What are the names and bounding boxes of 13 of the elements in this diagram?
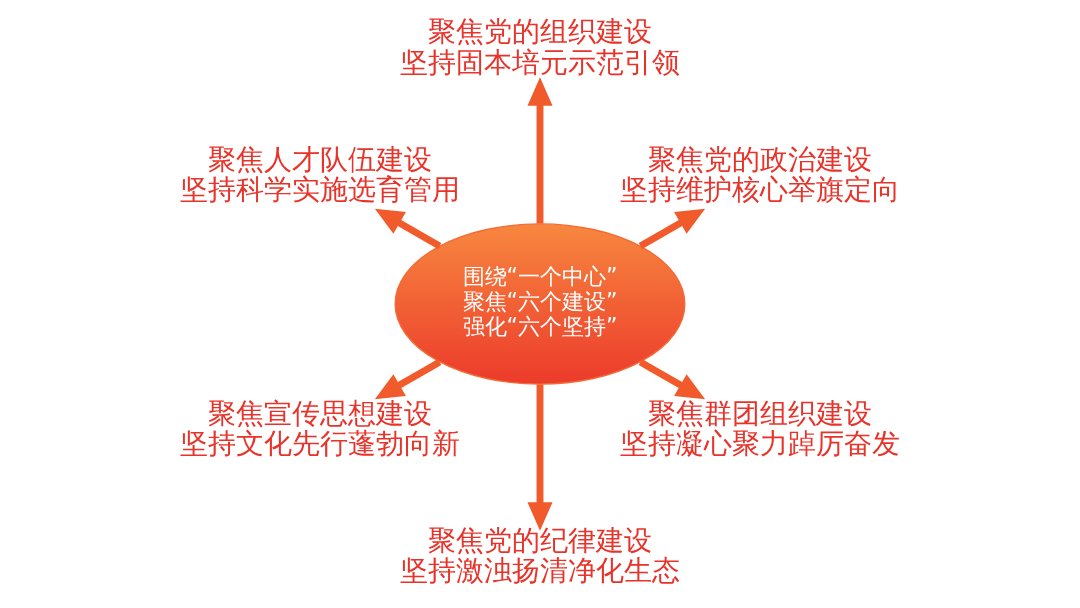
arrow — [374, 358, 442, 400]
node-text: 聚焦群团组织建设 坚持凝心聚力踔厉奋发 — [620, 396, 901, 461]
node-text: 聚焦党的纪律建设 坚持激浊扬清净化生态 — [399, 523, 680, 588]
node-text: 聚焦宣传思想建设 坚持文化先行蓬勃向新 — [179, 396, 460, 461]
arrow — [527, 77, 553, 224]
arrow — [638, 358, 706, 400]
arrow — [638, 208, 706, 250]
arrow — [527, 384, 553, 531]
arrow — [374, 208, 442, 250]
node-text: 聚焦党的政治建设 坚持维护核心举旗定向 — [620, 142, 901, 206]
node-ellipse: 围绕“一个中心”聚焦“六个建设”强化“六个坚持” — [394, 223, 686, 385]
node-text: 聚焦人才队伍建设 坚持科学实施选育管用 — [179, 142, 460, 206]
node-text: 聚焦党的组织建设 坚持固本培元示范引领 — [399, 15, 680, 79]
